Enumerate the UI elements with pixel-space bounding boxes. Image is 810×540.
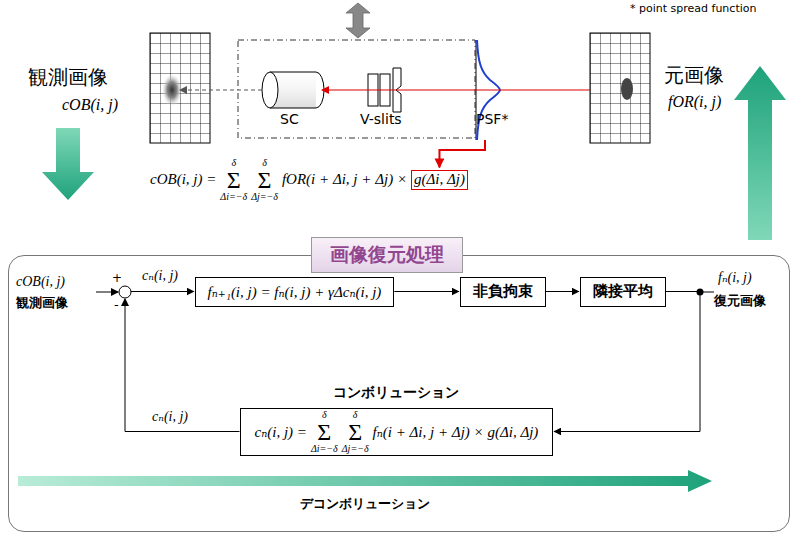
sum-limit: δ — [231, 158, 236, 168]
psf-to-g-arrow — [439, 140, 485, 167]
part-name: PSF* — [476, 111, 508, 127]
summation: δΣΔj=−δ — [342, 410, 369, 454]
scan-double-arrow — [346, 3, 370, 38]
summing-junction — [119, 286, 131, 298]
observed-image-grid — [150, 33, 210, 143]
image-caption: 観測画像 — [28, 66, 108, 89]
formula-row: cₙ(i, j) =δΣΔi=−δδΣΔj=−δfₙ(i + Δi, j + Δ… — [255, 410, 539, 454]
sum-sign: Σ — [317, 420, 331, 444]
signal-name: 復元画像 — [714, 294, 766, 309]
image-caption: 元画像 — [664, 64, 724, 87]
convolution-box: コンボリューションcₙ(i, j) =δΣΔi=−δδΣΔj=−δfₙ(i + … — [240, 408, 554, 456]
sign-mark: + — [112, 272, 122, 286]
variable-label: fOR(i, j) — [668, 93, 721, 111]
blurred-spot — [162, 74, 182, 106]
original-image-grid — [590, 33, 650, 143]
section-tab: 画像復元処理 — [311, 237, 463, 273]
connector — [394, 291, 458, 292]
connector-line — [554, 292, 700, 432]
formula-term: cOB(i, j) = — [150, 171, 216, 188]
part-name: SC — [280, 111, 299, 127]
convolution-formula: cOB(i, j) =δΣΔi=−δδΣΔj=−δfOR(i + Δi, j +… — [150, 158, 810, 202]
signal-label: cₙ(i, j) — [142, 268, 178, 284]
connector-line — [394, 291, 458, 292]
footnote: * point spread function — [630, 3, 756, 16]
psf-term: g(Δi, Δj) — [411, 170, 468, 189]
formula-term: cₙ(i, j) = — [255, 423, 307, 441]
sum-limit: Δi=−δ — [220, 192, 247, 202]
summation: δΣΔi=−δ — [220, 158, 247, 202]
connector — [125, 292, 240, 432]
connector-line — [546, 291, 579, 292]
beam — [322, 89, 590, 90]
formula-term: fOR(i + Δi, j + Δj) × — [282, 171, 407, 188]
sign-mark: - — [114, 298, 119, 313]
connector — [546, 291, 579, 292]
signal-label: cOB(i, j) — [16, 274, 65, 290]
part-name: V-slits — [360, 111, 402, 127]
input-wire — [96, 292, 118, 293]
process-box: 非負拘束 — [460, 277, 546, 307]
sum-sign: Σ — [227, 168, 241, 192]
sum-limit: δ — [353, 410, 358, 420]
connector-line — [131, 291, 194, 292]
sum-limit: δ — [322, 410, 327, 420]
process-name: デコンボリューション — [300, 497, 430, 512]
scan-unit-outline — [238, 40, 475, 138]
green-arrow-up — [734, 66, 786, 240]
connector — [554, 292, 700, 432]
signal-name: 観測画像 — [16, 296, 68, 311]
source-spot — [621, 78, 633, 100]
sum-limit: Δi=−δ — [311, 444, 338, 454]
process-frame: 画像復元処理fₙ₊₁(i, j) = fₙ(i, j) + γΔcₙ(i, j)… — [8, 255, 790, 532]
formula-term: fₙ(i + Δi, j + Δj) × g(Δi, Δj) — [373, 423, 539, 441]
sum-limit: Δj=−δ — [251, 192, 278, 202]
green-arrow-down — [42, 128, 94, 200]
sum-limit: Δj=−δ — [342, 444, 369, 454]
summation: δΣΔi=−δ — [311, 410, 338, 454]
sum-limit: δ — [262, 158, 267, 168]
block-heading: コンボリューション — [241, 384, 553, 402]
update-box: fₙ₊₁(i, j) = fₙ(i, j) + γΔcₙ(i, j) — [195, 277, 395, 307]
sum-sign: Σ — [348, 420, 362, 444]
box-text: 非負拘束 — [473, 282, 533, 301]
signal-label: fₙ(i, j) — [718, 270, 752, 286]
variable-label: cOB(i, j) — [62, 96, 118, 114]
sum-sign: Σ — [258, 168, 272, 192]
process-box: 隣接平均 — [580, 277, 666, 307]
projection — [180, 90, 262, 91]
green-arrow-right — [18, 470, 712, 492]
box-text: 隣接平均 — [593, 282, 653, 301]
summation: δΣΔj=−δ — [251, 158, 278, 202]
sc-cylinder-face — [262, 72, 278, 108]
connector-line — [125, 299, 240, 432]
output-wire — [700, 292, 714, 293]
box-text: fₙ₊₁(i, j) = fₙ(i, j) + γΔcₙ(i, j) — [208, 283, 382, 301]
edge-label: cₙ(i, j) — [150, 409, 190, 425]
